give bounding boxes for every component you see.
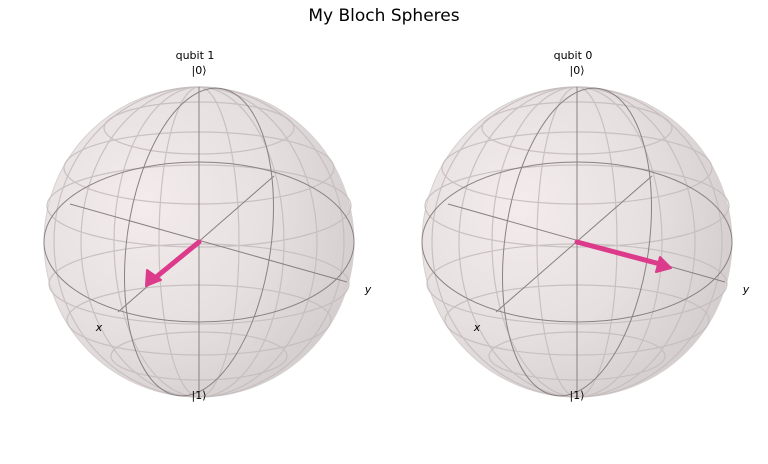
sphere-title: qubit 0 [554, 49, 593, 62]
bloch-sphere-qubit-0: qubit 0 |0⟩ |1⟩ x y [421, 49, 750, 402]
ket-one-label: |1⟩ [570, 389, 585, 402]
y-axis [495, 175, 653, 313]
x-axis [69, 203, 348, 283]
state-vector [145, 239, 202, 287]
sphere-title: qubit 1 [176, 49, 215, 62]
x-axis-label: x [473, 321, 481, 334]
x-axis-label: x [95, 321, 103, 334]
meridian-circle [124, 87, 274, 397]
bloch-sphere-qubit-1: qubit 1 |0⟩ |1⟩ x y [43, 49, 372, 402]
figure-title: My Bloch Spheres [308, 6, 460, 26]
ket-zero-label: |0⟩ [192, 64, 207, 77]
state-vector [574, 239, 672, 273]
meridian-circle [502, 87, 652, 397]
y-axis-label: y [364, 283, 372, 296]
y-axis-label: y [742, 283, 750, 296]
ket-one-label: |1⟩ [192, 389, 207, 402]
ket-zero-label: |0⟩ [570, 64, 585, 77]
sphere-frame [421, 87, 733, 397]
